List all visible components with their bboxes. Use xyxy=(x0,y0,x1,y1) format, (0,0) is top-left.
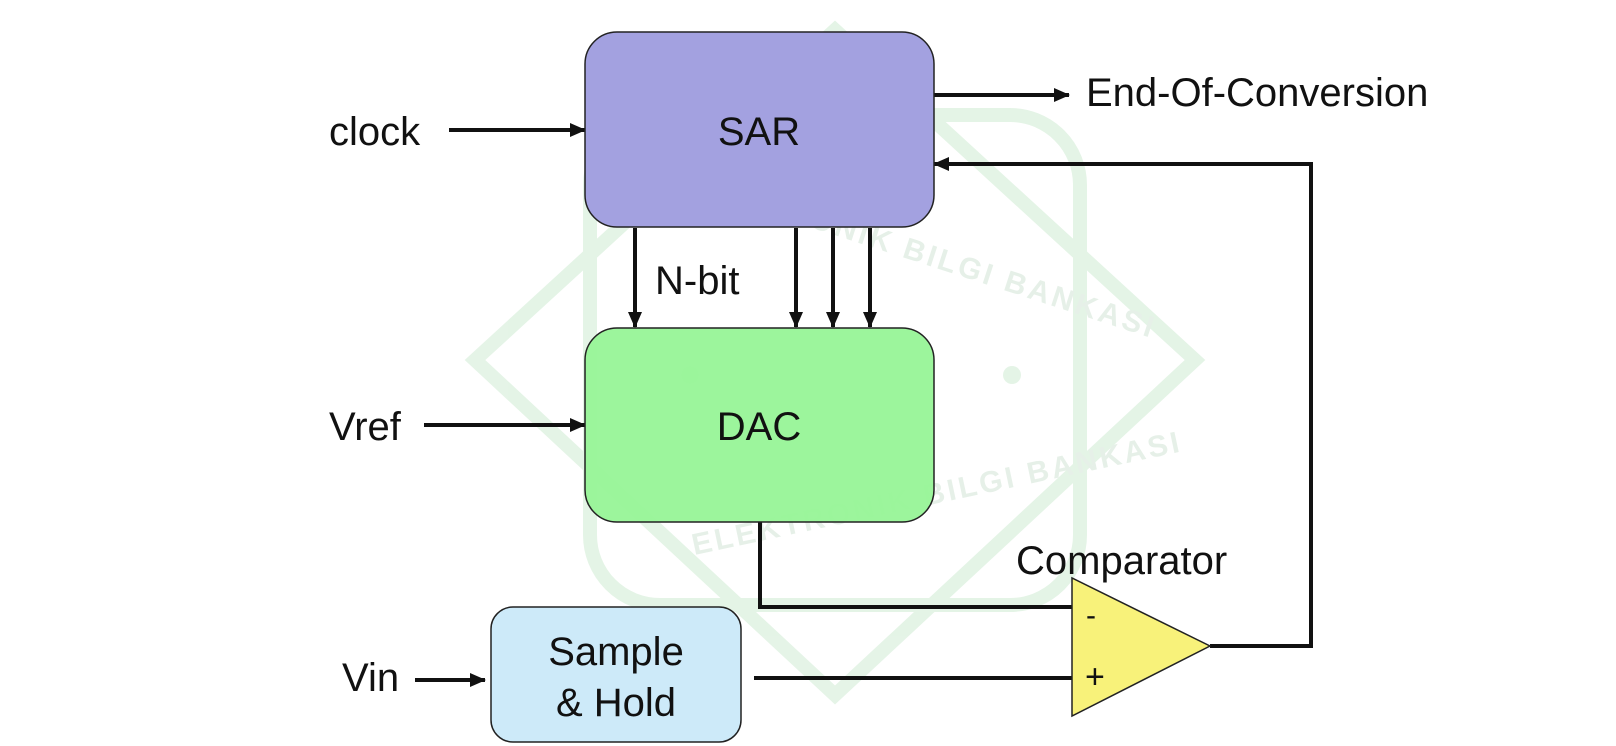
sample-hold-label-line1: Sample xyxy=(548,630,684,674)
comparator-feedback-wire xyxy=(933,157,1313,648)
comparator-triangle xyxy=(1071,576,1212,718)
sample-hold-label-line2: & Hold xyxy=(556,681,676,725)
comparator-label: Comparator xyxy=(1016,539,1227,583)
signal-labels: clock End-Of-Conversion N-bit Vref Vin xyxy=(329,71,1428,700)
nbit-label: N-bit xyxy=(655,259,739,303)
dac-to-comparator-minus-wire xyxy=(758,522,1072,609)
vin-label: Vin xyxy=(342,656,399,700)
eoc-label: End-Of-Conversion xyxy=(1086,71,1428,115)
vref-label: Vref xyxy=(329,405,402,449)
comparator: - + Comparator xyxy=(1016,539,1227,718)
clock-label: clock xyxy=(329,110,421,154)
sar-block: SAR xyxy=(584,31,935,228)
sar-label: SAR xyxy=(718,110,800,154)
comparator-plus-sign: + xyxy=(1085,658,1105,696)
sample-hold-block: Sample & Hold xyxy=(490,606,742,743)
wires xyxy=(415,88,1313,687)
dac-label: DAC xyxy=(717,405,801,449)
dac-block: DAC xyxy=(584,327,935,523)
comparator-minus-sign: - xyxy=(1086,599,1096,632)
